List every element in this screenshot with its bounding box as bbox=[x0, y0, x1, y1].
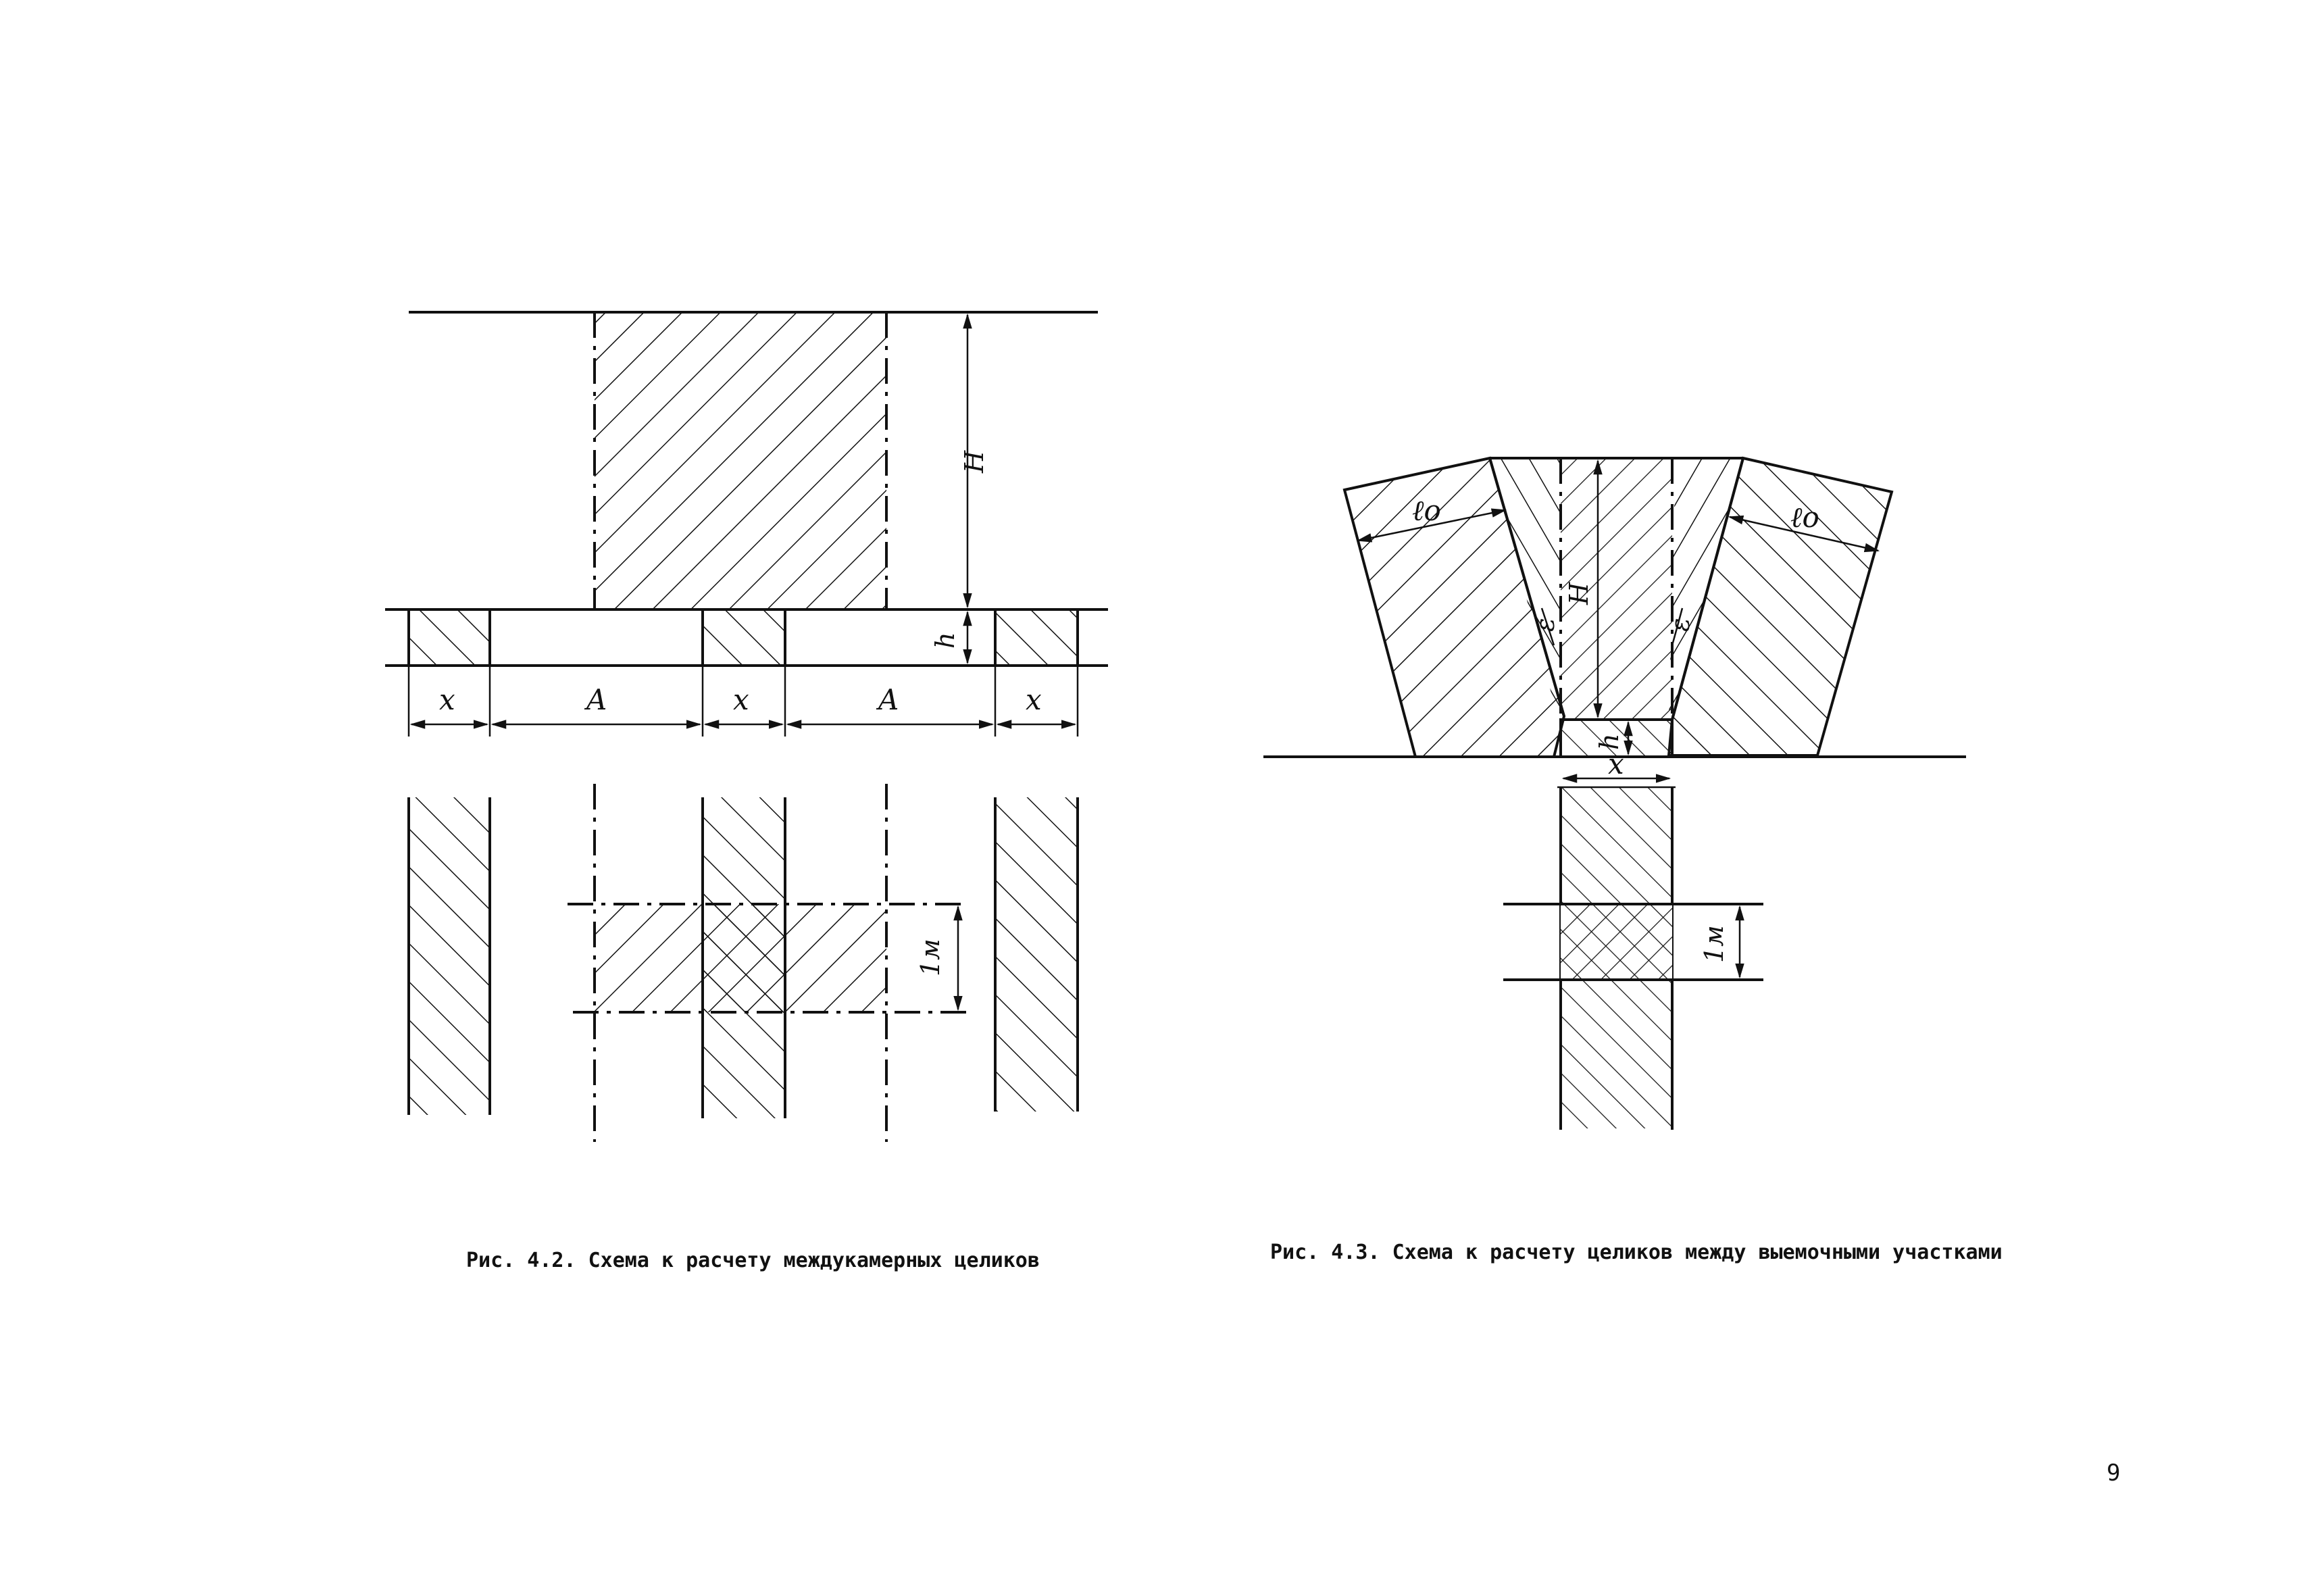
label-eps-left: ε bbox=[1530, 618, 1560, 632]
figure-4-2: H h x A x A x bbox=[385, 311, 1108, 1142]
overburden-block bbox=[595, 312, 886, 609]
label-H-right: H bbox=[1564, 582, 1594, 605]
label-1m-right: 1м bbox=[1699, 925, 1729, 963]
seam-pillar-right bbox=[1559, 718, 1674, 758]
label-h-right: h bbox=[1594, 734, 1624, 750]
label-A-2: A bbox=[876, 683, 899, 716]
label-1m-left: 1м bbox=[915, 939, 945, 976]
label-h-left: h bbox=[930, 632, 960, 649]
plan-pillar-1 bbox=[409, 797, 490, 1115]
label-eps-right: ε bbox=[1665, 618, 1695, 632]
label-x-1: x bbox=[439, 683, 455, 716]
label-x-2: x bbox=[733, 683, 749, 716]
caption-figure-4-3: Рис. 4.3. Схема к расчету целиков между … bbox=[1270, 1241, 2003, 1264]
central-column bbox=[1561, 458, 1672, 720]
label-l0-right: ℓo bbox=[1790, 501, 1819, 534]
label-H-left: H bbox=[959, 450, 989, 474]
label-l0-left: ℓo bbox=[1412, 494, 1441, 527]
label-x-right: x bbox=[1608, 747, 1624, 780]
figure-4-3: H h x ℓo ℓo ε ε 1м bbox=[1263, 456, 1966, 1130]
plan-pillar-3 bbox=[995, 797, 1078, 1112]
strip-left-hatch bbox=[595, 904, 703, 1012]
strip-right-hatch bbox=[785, 904, 886, 1012]
seam-pillar-3 bbox=[994, 608, 1079, 667]
seam-pillar-1 bbox=[407, 608, 491, 667]
seam-pillar-2 bbox=[701, 608, 786, 667]
label-x-3: x bbox=[1026, 683, 1042, 716]
label-A-1: A bbox=[584, 683, 607, 716]
page-number: 9 bbox=[2107, 1460, 2121, 1487]
caption-figure-4-2: Рис. 4.2. Схема к расчету междукамерных … bbox=[466, 1249, 1040, 1272]
